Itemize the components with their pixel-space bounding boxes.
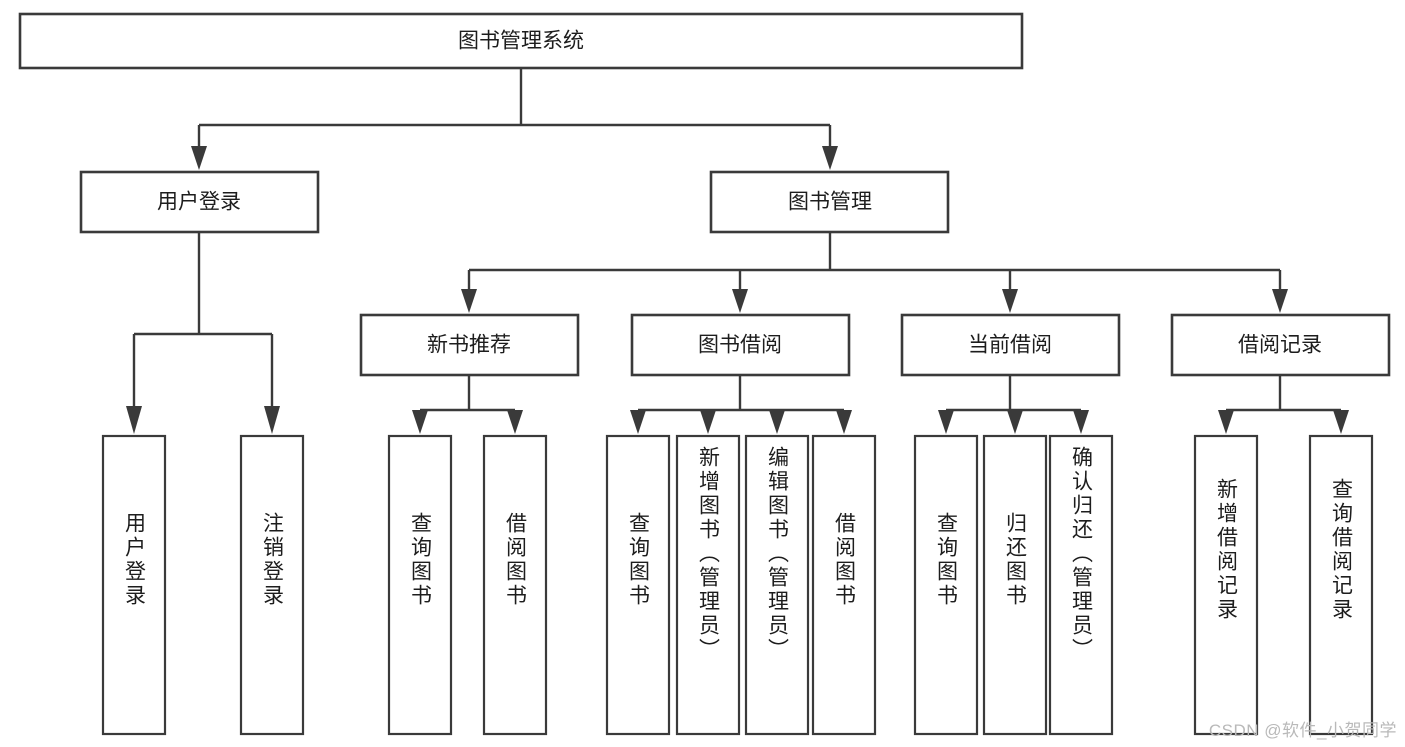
arrow-head-icon <box>1218 410 1234 434</box>
node-leaf-query-record-box[interactable] <box>1308 434 1374 736</box>
node-leaf-user-login-box[interactable] <box>101 434 167 736</box>
arrow-head-icon <box>264 406 280 434</box>
node-leaf-confirm-return-box[interactable] <box>1048 434 1114 736</box>
node-user-login[interactable]: 用户登录 <box>79 170 320 234</box>
node-current-borrow-box[interactable] <box>900 313 1121 377</box>
node-current-borrow-label: 当前借阅 <box>968 334 1052 357</box>
arrow-head-icon <box>461 289 477 313</box>
arrow-head-icon <box>412 410 428 434</box>
arrow-head-icon <box>938 410 954 434</box>
node-borrow-record-label: 借阅记录 <box>1238 334 1322 357</box>
connector-borrowrecord-to-leaves <box>1218 375 1349 434</box>
node-root-box[interactable] <box>18 12 1024 70</box>
node-book-borrow-label: 图书借阅 <box>698 334 782 357</box>
node-borrow-record[interactable]: 借阅记录 <box>1170 313 1391 377</box>
node-new-book-recommend[interactable]: 新书推荐 <box>359 313 580 377</box>
connector-bookborrow-to-leaves <box>630 375 852 434</box>
arrow-head-icon <box>630 410 646 434</box>
watermark-text: CSDN @软件_小贺同学 <box>1208 721 1397 740</box>
arrow-head-icon <box>191 146 207 170</box>
node-root[interactable]: 图书管理系统 <box>18 12 1024 70</box>
node-leaf-borrow-book-2-box[interactable] <box>811 434 877 736</box>
arrow-head-icon <box>1333 410 1349 434</box>
connector-userlogin-to-leaves <box>126 232 280 434</box>
arrow-head-icon <box>1007 410 1023 434</box>
node-book-borrow[interactable]: 图书借阅 <box>630 313 851 377</box>
node-leaf-return-book-box[interactable] <box>982 434 1048 736</box>
node-leaf-borrow-book-1-box[interactable] <box>482 434 548 736</box>
arrow-head-icon <box>1272 289 1288 313</box>
arrow-head-icon <box>732 289 748 313</box>
node-leaf-query-book-1-box[interactable] <box>387 434 453 736</box>
node-book-manage[interactable]: 图书管理 <box>709 170 950 234</box>
arrow-head-icon <box>1073 410 1089 434</box>
connector-newbook-to-leaves <box>412 375 523 434</box>
node-root-label: 图书管理系统 <box>458 30 584 53</box>
arrow-head-icon <box>836 410 852 434</box>
arrow-head-icon <box>126 406 142 434</box>
arrow-head-icon <box>700 410 716 434</box>
node-borrow-record-box[interactable] <box>1170 313 1391 377</box>
node-leaf-query-book-3-box[interactable] <box>913 434 979 736</box>
node-book-manage-label: 图书管理 <box>788 191 872 214</box>
node-new-book-recommend-box[interactable] <box>359 313 580 377</box>
arrow-head-icon <box>507 410 523 434</box>
leaf-boxes <box>101 434 1374 736</box>
arrow-head-icon <box>822 146 838 170</box>
node-book-manage-box[interactable] <box>709 170 950 234</box>
connector-currentborrow-to-leaves <box>938 375 1089 434</box>
arrow-head-icon <box>769 410 785 434</box>
node-user-login-label: 用户登录 <box>157 191 241 214</box>
node-leaf-add-book-box[interactable] <box>675 434 741 736</box>
connector-bookmanage-to-level3 <box>461 232 1288 313</box>
node-user-login-box[interactable] <box>79 170 320 234</box>
arrow-head-icon <box>1002 289 1018 313</box>
node-book-borrow-box[interactable] <box>630 313 851 377</box>
node-new-book-recommend-label: 新书推荐 <box>427 334 511 357</box>
node-leaf-add-record-box[interactable] <box>1193 434 1259 736</box>
node-current-borrow[interactable]: 当前借阅 <box>900 313 1121 377</box>
node-leaf-query-book-2-box[interactable] <box>605 434 671 736</box>
node-leaf-user-logout-box[interactable] <box>239 434 305 736</box>
node-leaf-edit-book-box[interactable] <box>744 434 810 736</box>
connector-root-to-level2 <box>191 68 838 170</box>
